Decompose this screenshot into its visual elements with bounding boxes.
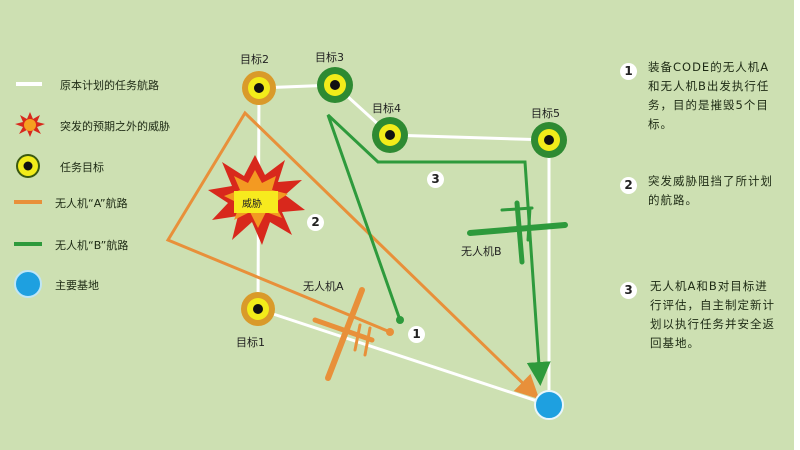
legend-drone-b-route: 无人机“B”航路 xyxy=(55,239,129,252)
drone-a-label: 无人机A xyxy=(303,280,344,293)
legend-planned-route: 原本计划的任务航路 xyxy=(60,79,159,92)
threat-explosion xyxy=(208,155,305,245)
note-2-number: 2 xyxy=(620,177,637,194)
marker-1: 1 xyxy=(408,326,425,343)
legend-target: 任务目标 xyxy=(60,161,104,174)
target-3-label: 目标3 xyxy=(315,51,344,64)
threat-label: 威胁 xyxy=(242,199,262,210)
explosion-icon xyxy=(15,112,45,137)
blue-circle-icon xyxy=(14,270,42,298)
marker-3: 3 xyxy=(427,171,444,188)
target-5-label: 目标5 xyxy=(531,107,560,120)
drone-b-route xyxy=(326,113,551,386)
target-icon xyxy=(16,154,40,178)
target-markers xyxy=(241,67,567,326)
note-3-text: 无人机A和B对目标进行评估，自主制定新计划以执行任务并安全返回基地。 xyxy=(650,279,775,350)
target-4-label: 目标4 xyxy=(372,102,401,115)
main-base xyxy=(534,390,564,420)
target-2-label: 目标2 xyxy=(240,53,269,66)
legend-threat: 突发的预期之外的威胁 xyxy=(60,120,170,133)
note-1-text: 装备CODE的无人机A和无人机B出发执行任务，目的是摧毁5个目标。 xyxy=(648,60,770,131)
note-2-text: 突发威胁阻挡了所计划的航路。 xyxy=(648,174,773,207)
drone-b-label: 无人机B xyxy=(461,245,502,258)
target-1-label: 目标1 xyxy=(236,336,265,349)
note-1-number: 1 xyxy=(620,63,637,80)
legend-main-base: 主要基地 xyxy=(55,279,99,292)
marker-2: 2 xyxy=(307,214,324,231)
drone-b-icon xyxy=(467,200,568,265)
note-3-number: 3 xyxy=(620,282,637,299)
drone-a-route xyxy=(165,110,540,400)
drone-a-icon xyxy=(312,287,375,381)
legend-drone-a-route: 无人机“A”航路 xyxy=(55,197,128,210)
